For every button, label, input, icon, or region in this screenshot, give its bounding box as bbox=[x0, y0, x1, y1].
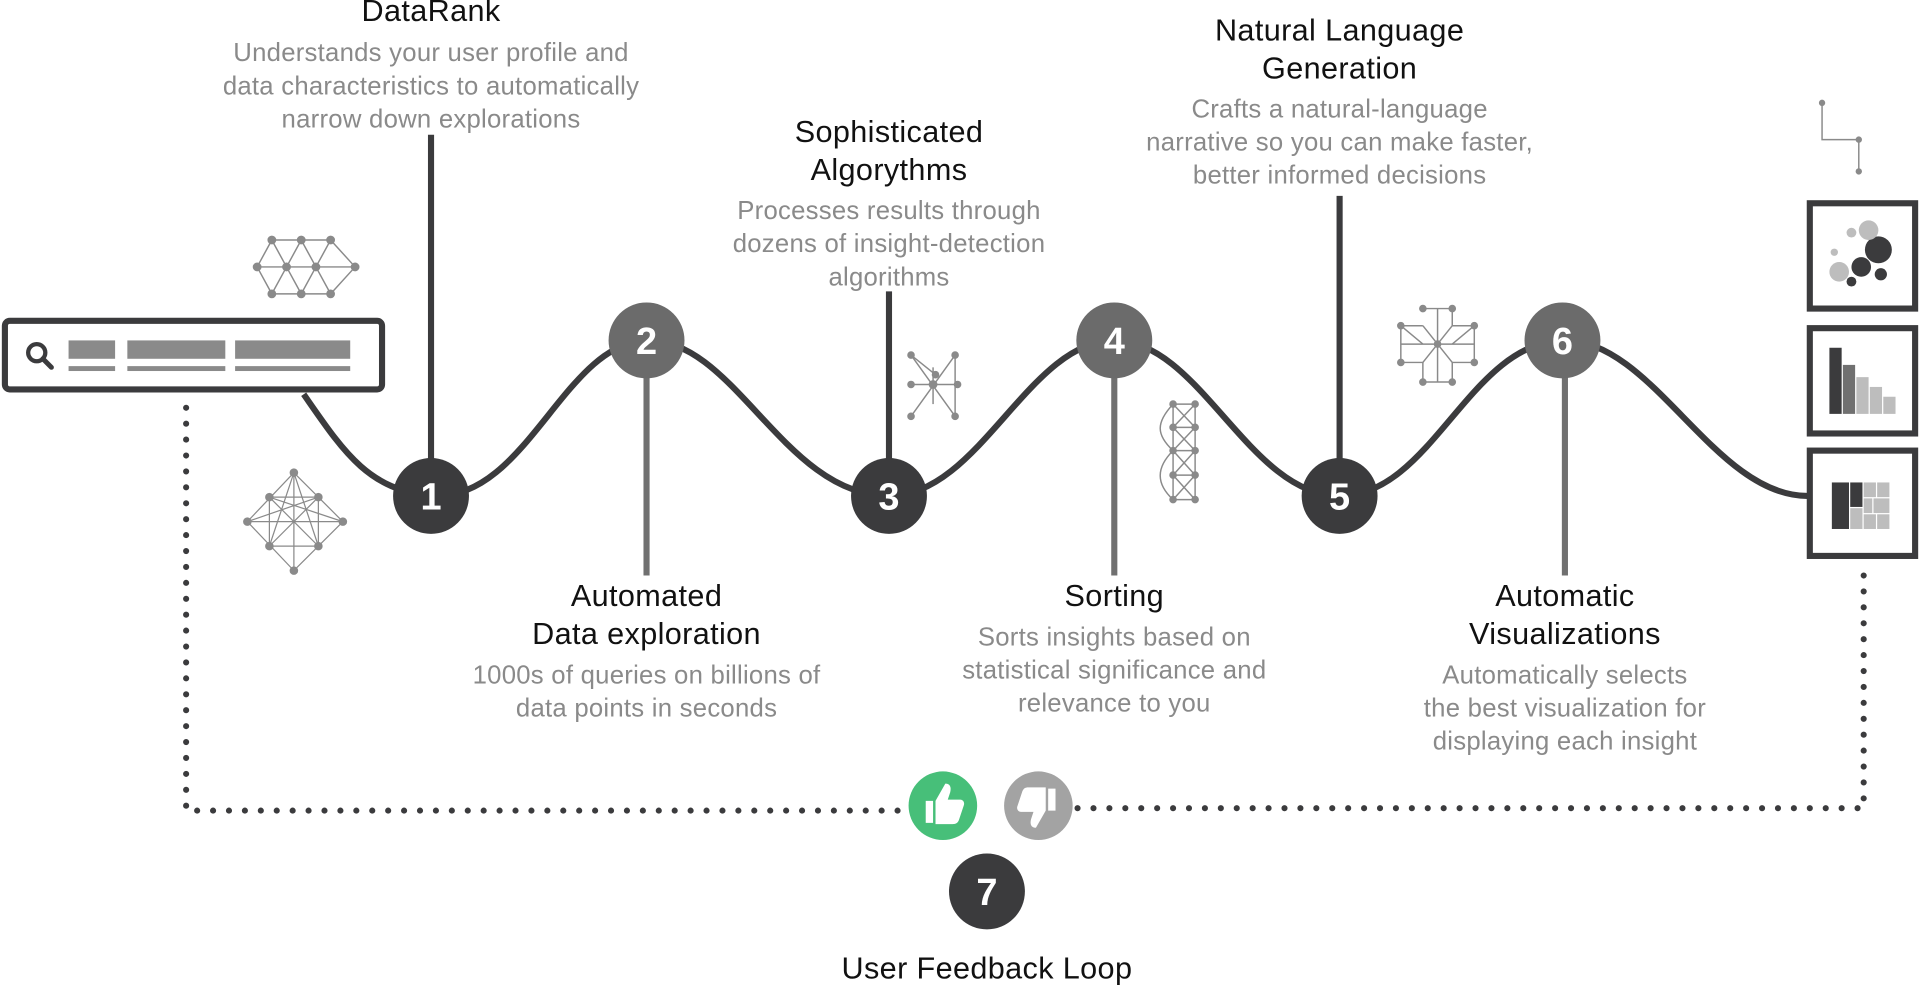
step-2-title: Automated Data exploration bbox=[532, 579, 761, 652]
step-6-description: Automatically selects the best visualiza… bbox=[1423, 661, 1707, 756]
network-mesh-icon bbox=[243, 468, 348, 575]
search-bar-graphic bbox=[1, 317, 386, 393]
step-marker-6: 6 bbox=[1524, 302, 1601, 379]
step-marker-2: 2 bbox=[608, 302, 685, 379]
step-marker-5: 5 bbox=[1301, 457, 1378, 534]
connector-stems bbox=[427, 134, 1568, 576]
step-marker-3: 3 bbox=[851, 457, 927, 534]
network-plus-icon bbox=[1397, 304, 1479, 386]
search-icon bbox=[26, 341, 54, 370]
step-number-1: 1 bbox=[420, 476, 441, 518]
thumbs-up-icon[interactable] bbox=[908, 771, 978, 841]
step-6-title: Automatic Visualizations bbox=[1469, 579, 1661, 652]
network-cross-icon bbox=[907, 351, 962, 421]
step-number-3: 3 bbox=[878, 476, 899, 518]
step-5-title: Natural Language Generation bbox=[1214, 13, 1465, 86]
step-number-6: 6 bbox=[1552, 321, 1573, 363]
step-number-4: 4 bbox=[1104, 321, 1125, 363]
small-path-icon bbox=[1818, 99, 1862, 175]
step-number-2: 2 bbox=[636, 321, 657, 363]
step-3-title: Sophisticated Algorythms bbox=[794, 115, 984, 188]
step-marker-4: 4 bbox=[1076, 302, 1153, 379]
step-5-description: Crafts a natural-language narrative so y… bbox=[1146, 95, 1534, 190]
step-marker-1: 1 bbox=[393, 457, 469, 534]
step-3-description: Processes results through dozens of insi… bbox=[732, 197, 1046, 292]
thumbs-down-icon[interactable] bbox=[1004, 771, 1073, 841]
treemap-icon bbox=[1806, 447, 1919, 559]
step-4-title: Sorting bbox=[1064, 579, 1165, 614]
step-number-7: 7 bbox=[976, 872, 997, 914]
step-7-title: User Feedback Loop bbox=[841, 951, 1133, 986]
bar-chart-icon bbox=[1806, 325, 1919, 437]
step-2-description: 1000s of queries on billions of data poi… bbox=[472, 661, 821, 723]
step-1-description: Understands your user profile and data c… bbox=[222, 39, 640, 134]
step-1-title: DataRank bbox=[361, 0, 501, 29]
network-ladder-icon bbox=[1159, 400, 1199, 504]
network-grid-icon bbox=[252, 235, 360, 299]
step-number-5: 5 bbox=[1329, 476, 1350, 518]
step-4-description: Sorts insights based on statistical sign… bbox=[962, 623, 1267, 718]
step-marker-7: 7 bbox=[948, 853, 1025, 930]
bubble-chart-icon bbox=[1806, 200, 1919, 312]
